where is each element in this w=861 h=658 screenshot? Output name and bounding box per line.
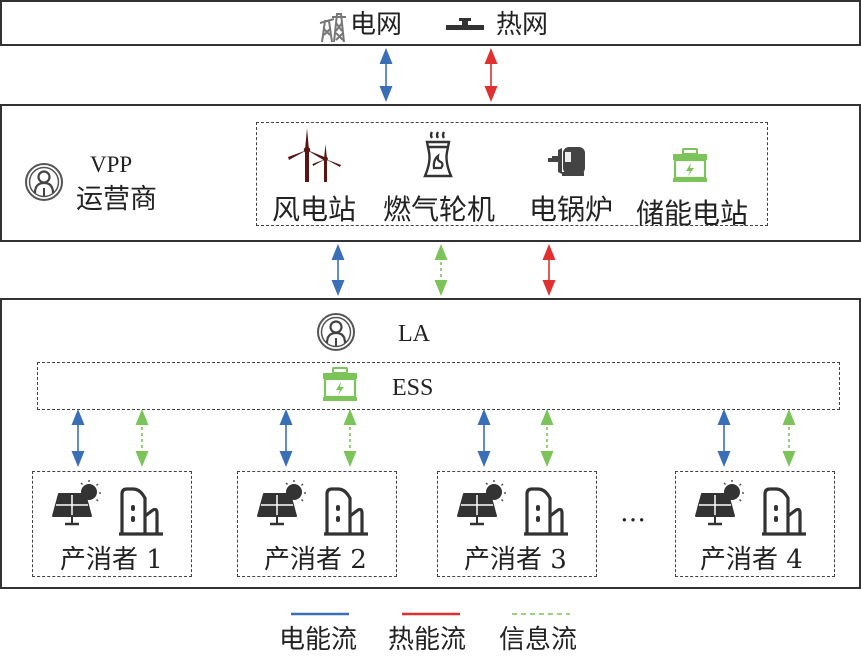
arrowhead-up [343,409,357,425]
vpp-operator-icon [24,162,64,202]
heat-flow-arrow [542,244,556,296]
legend-label-electric: 电能流 [279,625,358,655]
arrowhead-up [434,244,448,260]
arrowhead-down [71,451,85,467]
gas-turbine-icon [423,131,453,178]
arrowhead-up [379,48,393,64]
prosumer-box-3 [437,471,597,577]
ellipsis: … [620,498,648,528]
arrowhead-up [477,409,491,425]
prosumer-box-1 [32,471,192,577]
prosumer-label-1: 产消者 1 [60,545,163,575]
legend-line-electric [291,612,349,616]
solar-panel-icon [456,480,506,526]
vpp-assets-group [256,122,768,226]
ess-group [37,362,840,410]
asset-label-electric-boiler: 电锅炉 [529,193,614,226]
arrowhead-up [542,244,556,260]
arrowhead-up [717,409,731,425]
prosumer-label-4: 产消者 4 [700,545,803,575]
grid-layer: 电网 热网 [0,0,861,46]
arrowhead-up [279,409,293,425]
arrowhead-up [331,244,345,260]
wind-turbine-icon [288,128,341,182]
arrowhead-down [782,451,796,467]
prosumer-label-2: 产消者 2 [264,545,367,575]
arrowhead-down [484,86,498,102]
info-flow-arrow [540,409,554,467]
prosumer-box-2 [237,471,397,577]
info-flow-arrow [135,409,149,467]
info-flow-arrow [782,409,796,467]
building-icon [524,486,570,536]
arrowhead-down [135,451,149,467]
prosumer-box-4 [675,471,835,577]
la-label: LA [398,321,430,347]
solar-panel-icon [51,480,101,526]
legend-label-heat: 热能流 [388,625,467,655]
power-grid-label: 电网 [350,10,403,40]
arrowhead-down [279,451,293,467]
prosumer-label-3: 产消者 3 [464,545,567,575]
load-aggregator-icon [316,312,356,352]
solar-panel-icon [256,480,306,526]
asset-label-storage: 储能电站 [636,197,749,230]
solar-panel-icon [694,480,744,526]
building-icon [762,486,808,536]
vpp-title: VPP [90,152,133,177]
electric-flow-arrow [331,244,345,296]
electric-flow-arrow [71,409,85,467]
arrowhead-up [540,409,554,425]
arrowhead-down [331,280,345,296]
arrowhead-down [434,280,448,296]
legend-line-info [512,613,570,615]
arrowhead-up [484,48,498,64]
ess-label: ESS [392,375,434,401]
heat-flow-arrow [484,48,498,102]
building-icon [119,486,165,536]
arrowhead-down [477,451,491,467]
building-icon [324,486,370,536]
vpp-operator-label: 运营商 [76,184,157,215]
arrowhead-up [71,409,85,425]
arrowhead-down [379,86,393,102]
arrowhead-down [540,451,554,467]
arrowhead-up [782,409,796,425]
power-tower-icon [319,13,346,43]
asset-label-gas-turbine: 燃气轮机 [383,193,496,226]
legend: 电能流 热能流 信息流 [0,600,861,658]
ess-battery-icon [320,366,360,404]
arrowhead-down [343,451,357,467]
electric-flow-arrow [279,409,293,467]
legend-label-info: 信息流 [499,625,578,655]
asset-label-wind: 风电站 [272,193,357,226]
arrowhead-up [135,409,149,425]
arrowhead-down [717,451,731,467]
electric-flow-arrow [379,48,393,102]
legend-line-heat [402,612,460,616]
electric-boiler-icon [548,147,585,176]
arrowhead-down [542,280,556,296]
electric-flow-arrow [717,409,731,467]
info-flow-arrow [434,244,448,296]
heat-grid-label: 热网 [496,10,549,40]
heat-pipe-icon [446,18,484,30]
la-layer: LA ESS 产消者 1 产消者 2 产消者 3 … 产消者 4 [0,298,861,589]
battery-icon [670,148,710,184]
vpp-layer: VPP 运营商 风电站 燃气轮机 [0,104,861,242]
info-flow-arrow [343,409,357,467]
electric-flow-arrow [477,409,491,467]
